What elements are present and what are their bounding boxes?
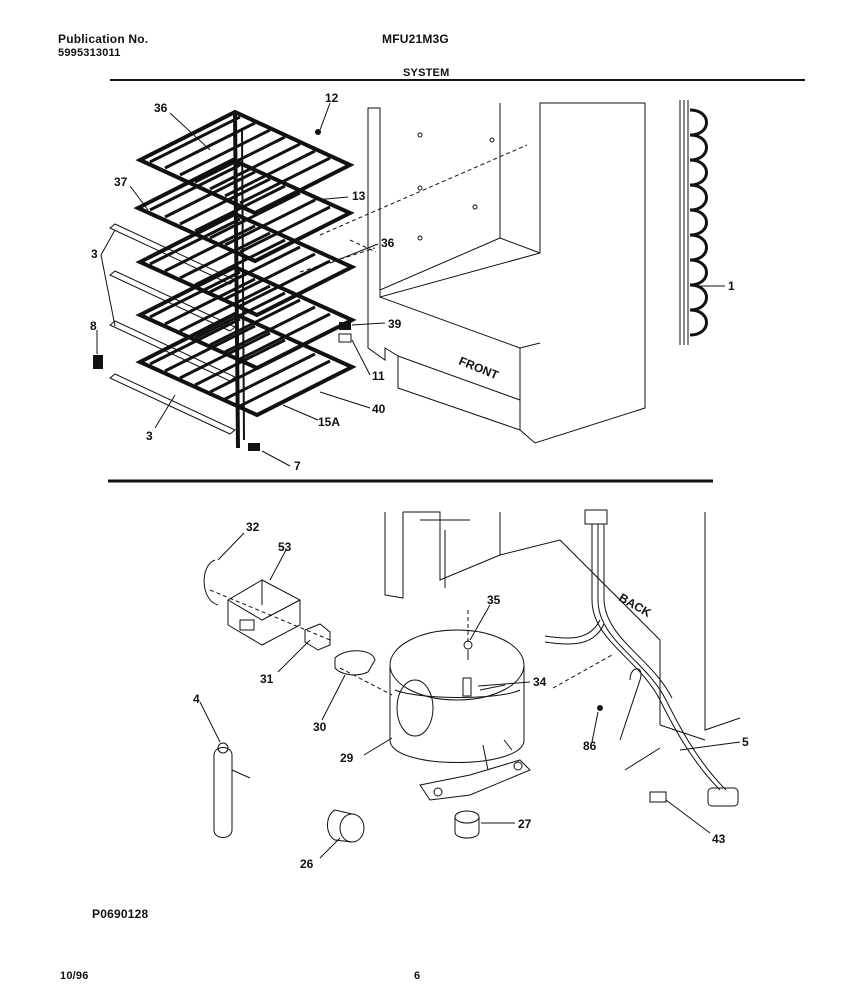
label-12: 12 xyxy=(325,91,339,105)
base-plate-icon xyxy=(419,759,531,801)
label-3-lower: 3 xyxy=(146,429,153,443)
cover-30-icon xyxy=(334,650,376,676)
label-1: 1 xyxy=(728,279,735,293)
label-4: 4 xyxy=(193,692,200,706)
section-title: SYSTEM xyxy=(403,67,450,79)
label-29: 29 xyxy=(340,751,354,765)
clip-32-icon xyxy=(203,559,219,606)
screw-12-icon xyxy=(315,129,321,135)
capacitor-26-icon xyxy=(327,809,365,843)
label-30: 30 xyxy=(313,720,327,734)
label-86: 86 xyxy=(583,739,597,753)
label-8: 8 xyxy=(90,319,97,333)
label-53: 53 xyxy=(278,540,292,554)
model-number: MFU21M3G xyxy=(382,32,449,46)
fitting-34-icon xyxy=(462,677,472,697)
label-40: 40 xyxy=(372,402,386,416)
plug-icon xyxy=(707,787,739,807)
label-34: 34 xyxy=(533,675,547,689)
screw-35-icon xyxy=(463,640,473,650)
screw-86-icon xyxy=(597,705,603,711)
shelf-rail-3 xyxy=(109,320,236,382)
front-label: FRONT xyxy=(457,354,501,383)
cabinet-liner xyxy=(367,102,646,444)
clamp-43-icon xyxy=(649,791,667,803)
clip-39-icon xyxy=(339,322,351,330)
label-32: 32 xyxy=(246,520,260,534)
relay-assembly xyxy=(203,559,376,676)
compressor xyxy=(389,629,531,801)
power-cord-harness xyxy=(544,509,739,807)
shelf-rail-4 xyxy=(109,373,236,435)
label-31: 31 xyxy=(260,672,274,686)
shelf-coil-1 xyxy=(135,109,355,216)
shelf-coil-2 xyxy=(133,157,355,264)
label-39: 39 xyxy=(388,317,402,331)
cabinet-back-corner xyxy=(384,511,741,741)
shelf-rail-1 xyxy=(109,223,236,285)
harness-connector-icon xyxy=(584,509,608,525)
label-36-top: 36 xyxy=(154,101,168,115)
publication-label: Publication No. xyxy=(58,32,149,46)
clip-8-icon xyxy=(93,355,103,369)
grommet-27-icon xyxy=(454,810,480,839)
label-43: 43 xyxy=(712,832,726,846)
evaporator-shelf-coils xyxy=(93,109,357,451)
filter-dryer xyxy=(213,742,251,838)
label-11: 11 xyxy=(372,369,385,383)
footer-date: 10/96 xyxy=(60,970,89,982)
label-26: 26 xyxy=(300,857,314,871)
condenser-coil xyxy=(679,100,708,345)
label-7: 7 xyxy=(294,459,301,473)
shelf-coil-5 xyxy=(135,311,357,418)
overload-31-icon xyxy=(304,623,331,651)
label-5: 5 xyxy=(742,735,749,749)
label-15a: 15A xyxy=(318,415,340,429)
drain-plug-7-icon xyxy=(248,443,260,451)
publication-number: 5995313011 xyxy=(58,47,121,59)
figure-code: P0690128 xyxy=(92,907,149,921)
label-3-upper: 3 xyxy=(91,247,98,261)
label-36-mid: 36 xyxy=(381,236,395,250)
page-number: 6 xyxy=(414,970,421,982)
label-35: 35 xyxy=(487,593,501,607)
label-13: 13 xyxy=(352,189,366,203)
clip-11-icon xyxy=(338,333,352,343)
label-27: 27 xyxy=(518,817,532,831)
label-37: 37 xyxy=(114,175,128,189)
shelf-rail-2 xyxy=(109,270,236,332)
